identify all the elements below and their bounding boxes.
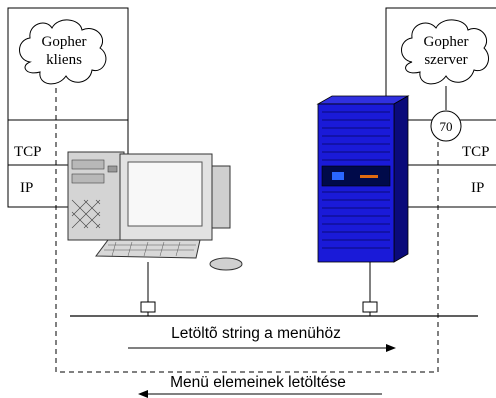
client-monitor-screen: [127, 161, 203, 227]
server-cloud: [401, 19, 489, 85]
server-network-tap: [362, 301, 378, 313]
server-tcp-label: TCP: [462, 144, 490, 160]
response-flow: Menü elemeinek letöltése: [138, 374, 382, 398]
request-flow: Letöltõ string a menühöz: [128, 325, 396, 352]
client-cloud-line2: kliens: [46, 52, 82, 68]
client-keyboard: [95, 239, 201, 259]
request-arrowhead: [386, 344, 396, 352]
client-network-tap: [140, 301, 156, 313]
client-computer: [67, 151, 243, 271]
client-cloud-line1: Gopher: [42, 34, 87, 50]
client-cloud: [19, 19, 107, 85]
server-ip-label: IP: [471, 180, 484, 196]
client-mouse: [209, 257, 243, 271]
network: [70, 262, 478, 317]
server-rack: [316, 95, 410, 263]
request-label: Letöltõ string a menühöz: [171, 325, 341, 342]
server-cloud-line2: szerver: [424, 52, 467, 68]
server-port-label: 70: [440, 119, 453, 134]
response-label: Menü elemeinek letöltése: [170, 374, 346, 391]
server-cloud-line1: Gopher: [424, 34, 469, 50]
server-port-circle: [430, 110, 462, 142]
client-tcp-label: TCP: [14, 144, 42, 160]
response-arrowhead: [138, 390, 148, 398]
client-ip-label: IP: [20, 180, 33, 196]
